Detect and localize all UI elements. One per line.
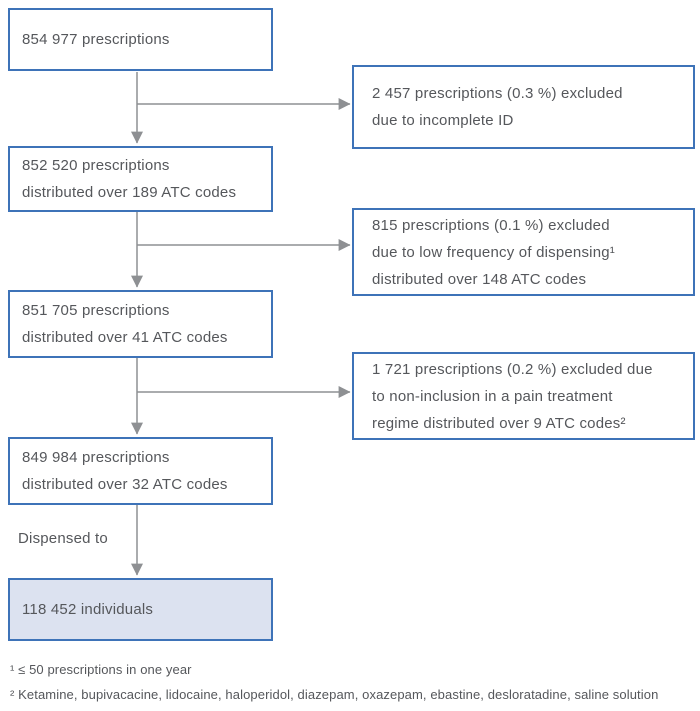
box-text-line: due to low frequency of dispensing¹: [372, 243, 615, 261]
box-text-line: 851 705 prescriptions: [22, 302, 170, 319]
box-text-line: 1 721 prescriptions (0.2 %) excluded due: [372, 360, 653, 378]
box-text-line: due to incomplete ID: [372, 112, 514, 129]
flow-box-step4-prescriptions: 849 984 prescriptions distributed over 3…: [8, 437, 273, 505]
exclusion-box-non-inclusion: 1 721 prescriptions (0.2 %) excluded due…: [352, 352, 695, 440]
box-text-line: distributed over 189 ATC codes: [22, 184, 237, 201]
exclusion-box-low-frequency: 815 prescriptions (0.1 %) excluded due t…: [352, 208, 695, 296]
footnote-2: ² Ketamine, bupivacacine, lidocaine, hal…: [10, 687, 659, 702]
box-text-line: 815 prescriptions (0.1 %) excluded: [372, 216, 610, 234]
box-text-line: 849 984 prescriptions: [22, 449, 170, 466]
flow-box-step3-prescriptions: 851 705 prescriptions distributed over 4…: [8, 290, 273, 358]
box-text-line: distributed over 41 ATC codes: [22, 329, 228, 346]
box-text-line: 852 520 prescriptions: [22, 157, 170, 174]
exclusion-box-incomplete-id: 2 457 prescriptions (0.3 %) excluded due…: [352, 65, 695, 149]
flow-box-total-prescriptions: 854 977 prescriptions: [8, 8, 273, 71]
box-text-line: distributed over 148 ATC codes: [372, 270, 587, 288]
flow-box-individuals: 118 452 individuals: [8, 578, 273, 641]
flow-box-step2-prescriptions: 852 520 prescriptions distributed over 1…: [8, 146, 273, 212]
box-text-line: 118 452 individuals: [22, 601, 154, 618]
footnote-1: ¹ ≤ 50 prescriptions in one year: [10, 662, 192, 677]
box-text-line: distributed over 32 ATC codes: [22, 476, 228, 493]
box-text-line: 854 977 prescriptions: [22, 31, 170, 48]
box-text-line: to non-inclusion in a pain treatment: [372, 387, 613, 405]
box-text-line: regime distributed over 9 ATC codes²: [372, 414, 626, 432]
box-text-line: 2 457 prescriptions (0.3 %) excluded: [372, 85, 623, 102]
dispensed-to-label: Dispensed to: [18, 530, 108, 547]
